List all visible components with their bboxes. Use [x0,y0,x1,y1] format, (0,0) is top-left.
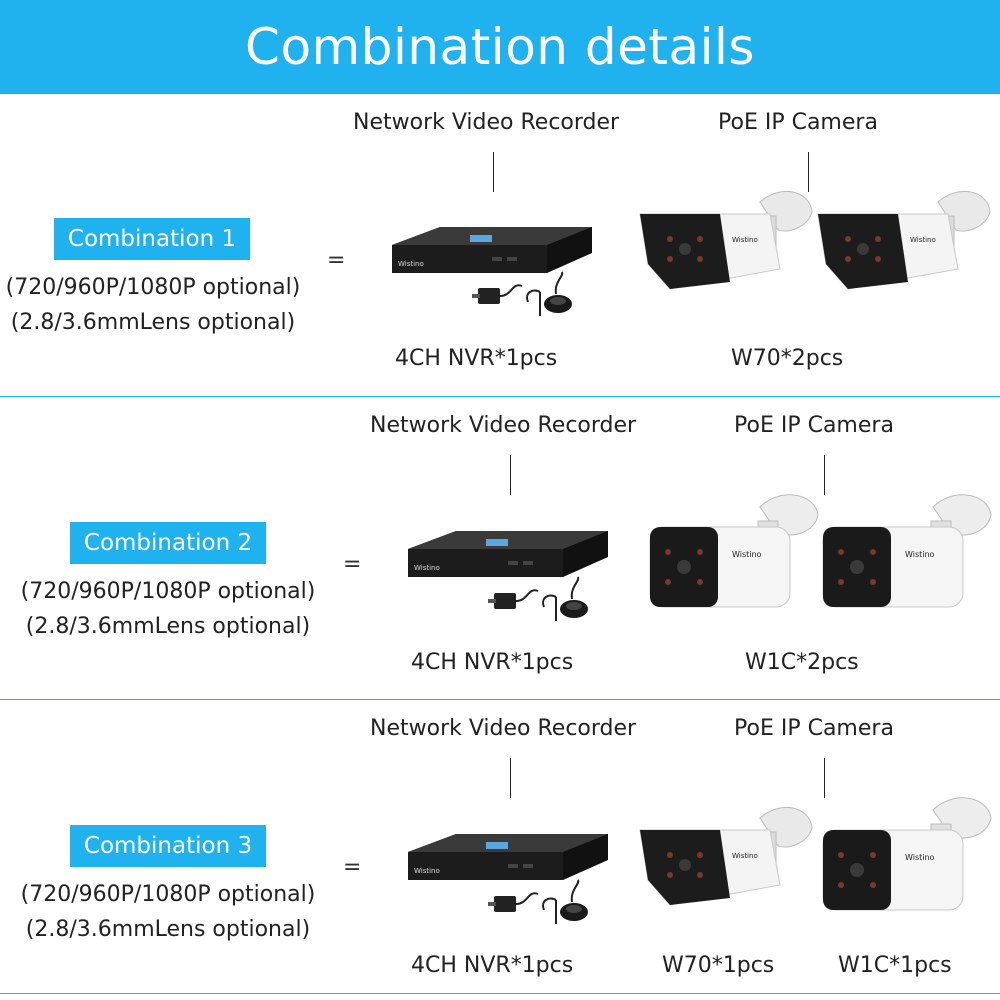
camera-caption: W1C*2pcs [745,650,859,675]
nvr-connector-line [510,758,511,798]
equals-sign: = [343,552,362,577]
section-divider [0,396,1000,397]
nvr-caption: 4CH NVR*1pcs [411,953,574,978]
page-header: Combination details [0,0,1000,94]
camera-column-title: PoE IP Camera [734,413,894,438]
camera-caption: W70*2pcs [731,346,844,371]
camera-caption: W70*1pcs [662,953,775,978]
resolution-note: (720/960P/1080P optional) [20,579,316,604]
combination-section-2: Network Video Recorder PoE IP Camera Com… [0,397,1000,700]
section-divider [0,993,1000,994]
lens-note: (2.8/3.6mmLens optional) [25,917,311,942]
camera-connector-line [824,455,825,495]
nvr-connector-line [493,152,494,192]
combination-section-3: Network Video Recorder PoE IP Camera Com… [0,700,1000,994]
nvr-column-title: Network Video Recorder [370,413,637,438]
section-divider [0,699,1000,700]
accessories-image [487,879,589,925]
camera-w70-image [639,806,813,906]
resolution-note: (720/960P/1080P optional) [20,882,316,907]
camera-w1c-image [822,494,992,608]
equals-sign: = [327,248,346,273]
camera-column-title: PoE IP Camera [718,110,878,135]
nvr-image [408,834,608,880]
combination-label: Combination 2 [70,522,266,564]
resolution-note: (720/960P/1080P optional) [5,275,301,300]
accessories-image [471,271,573,317]
nvr-column-title: Network Video Recorder [370,716,637,741]
nvr-column-title: Network Video Recorder [353,110,620,135]
camera-w1c-image [822,797,992,911]
page-title: Combination details [245,18,755,76]
camera-connector-line [808,152,809,192]
camera-w70-image [817,190,991,290]
nvr-image [392,227,592,273]
camera-w1c-image [649,494,819,608]
nvr-connector-line [510,455,511,495]
nvr-caption: 4CH NVR*1pcs [395,346,558,371]
camera-column-title: PoE IP Camera [734,716,894,741]
lens-note: (2.8/3.6mmLens optional) [25,614,311,639]
lens-note: (2.8/3.6mmLens optional) [10,310,296,335]
nvr-image [408,531,608,577]
accessories-image [487,576,589,622]
combination-section-1: Network Video Recorder PoE IP Camera Com… [0,94,1000,397]
camera-w70-image [639,190,813,290]
equals-sign: = [343,855,362,880]
combination-label: Combination 3 [70,825,266,867]
combination-label: Combination 1 [54,218,250,260]
camera-caption: W1C*1pcs [838,953,952,978]
camera-connector-line [824,758,825,798]
nvr-caption: 4CH NVR*1pcs [411,650,574,675]
